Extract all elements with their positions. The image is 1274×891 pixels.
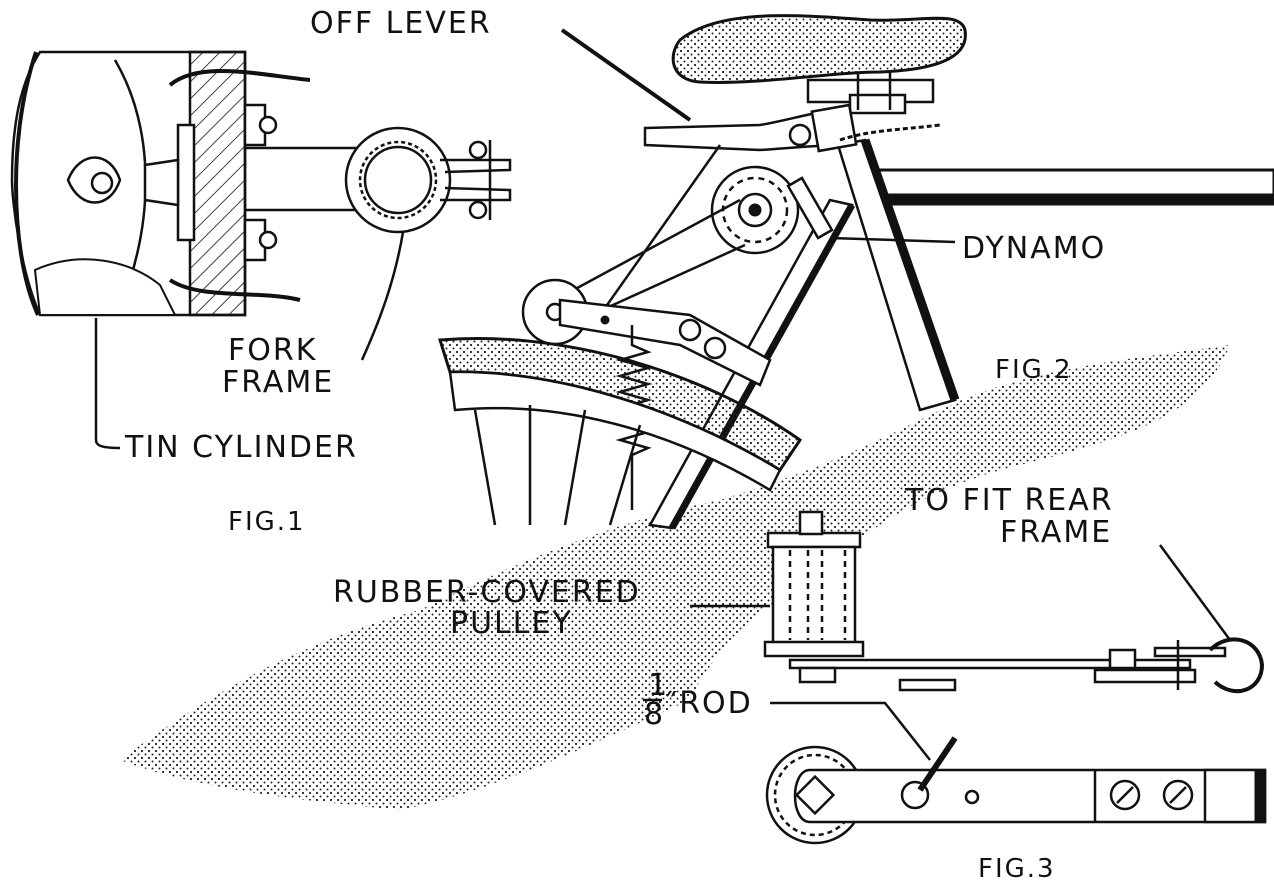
- fig2-bicycle-dynamo: [438, 14, 1274, 530]
- fig1-caption: FIG.1: [228, 507, 306, 537]
- stipple-background: [120, 345, 1230, 810]
- rod-label: ″ROD: [666, 686, 753, 721]
- rear-frame-label-line2: FRAME: [1000, 515, 1112, 550]
- dynamo-leader: [829, 236, 956, 244]
- off-lever-label: OFF LEVER: [310, 6, 492, 41]
- fig3-caption: FIG.3: [978, 854, 1056, 884]
- fig3-pulley-bracket: [763, 510, 1267, 845]
- fork-frame-label-line1: FORK: [228, 333, 317, 368]
- fig2-caption: FIG.2: [995, 355, 1073, 385]
- fork-frame-label-line2: FRAME: [222, 365, 334, 400]
- tin-cylinder-label: TIN CYLINDER: [124, 430, 358, 465]
- rear-frame-leader: [1158, 544, 1232, 641]
- rear-frame-label-line1: TO FIT REAR: [904, 483, 1114, 518]
- dynamo-label: DYNAMO: [962, 231, 1106, 266]
- pulley-label-line1: RUBBER-COVERED: [333, 575, 641, 610]
- fig1-lamp-assembly: [10, 50, 512, 317]
- off-lever-leader: [560, 28, 692, 122]
- pulley-label-line2: PULLEY: [450, 606, 573, 641]
- rod-leader: [770, 701, 931, 761]
- rod-fraction-numerator: 1: [648, 668, 669, 703]
- fork-frame-leader: [360, 231, 405, 361]
- rod-fraction-denominator: 8: [644, 697, 665, 732]
- tin-cylinder-leader: [94, 318, 121, 450]
